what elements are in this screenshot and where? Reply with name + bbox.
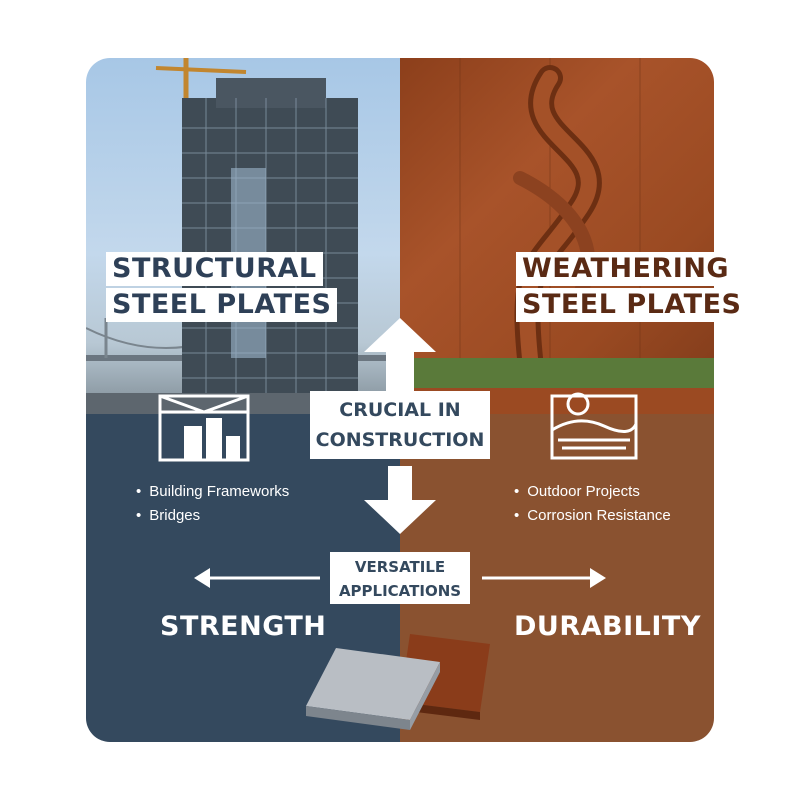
- center-bottom-line-2: APPLICATIONS: [338, 582, 462, 600]
- strength-label: STRENGTH: [160, 611, 327, 642]
- corten-sculpture-photo: [400, 58, 714, 414]
- weathering-title-line-2: STEEL PLATES: [516, 288, 748, 322]
- center-bottom-line-1: VERSATILE: [354, 558, 446, 576]
- structural-steel-plate: [306, 648, 440, 730]
- center-top-line-2: CONSTRUCTION: [315, 429, 485, 451]
- list-item: Outdoor Projects: [514, 480, 671, 504]
- building-framework-icon: [158, 394, 250, 462]
- list-item: Bridges: [136, 504, 289, 528]
- structural-photo-panel: [86, 58, 400, 414]
- structural-title-line-2: STEEL PLATES: [106, 288, 338, 322]
- versatile-applications-box: VERSATILE APPLICATIONS: [330, 552, 470, 604]
- durability-label: DURABILITY: [514, 611, 701, 642]
- structural-title-line-1: STRUCTURAL: [106, 252, 323, 286]
- steel-plates-image: [306, 634, 490, 730]
- structural-applications-list: Building Frameworks Bridges: [136, 480, 289, 528]
- crucial-in-construction-box: CRUCIAL IN CONSTRUCTION: [310, 391, 490, 459]
- list-item: Building Frameworks: [136, 480, 289, 504]
- list-item: Corrosion Resistance: [514, 504, 670, 528]
- skyscraper-construction-photo: [86, 58, 400, 414]
- structural-steel-title: STRUCTURAL STEEL PLATES: [106, 252, 338, 324]
- landscape-icon: [550, 392, 638, 460]
- weathering-applications-list: Outdoor Projects Corrosion Resistance: [514, 480, 671, 528]
- center-top-line-1: CRUCIAL IN: [339, 399, 461, 421]
- weathering-title-line-1: WEATHERING: [516, 252, 736, 286]
- weathering-steel-title: WEATHERING STEEL PLATES: [516, 252, 748, 324]
- weathering-photo-panel: [400, 58, 714, 414]
